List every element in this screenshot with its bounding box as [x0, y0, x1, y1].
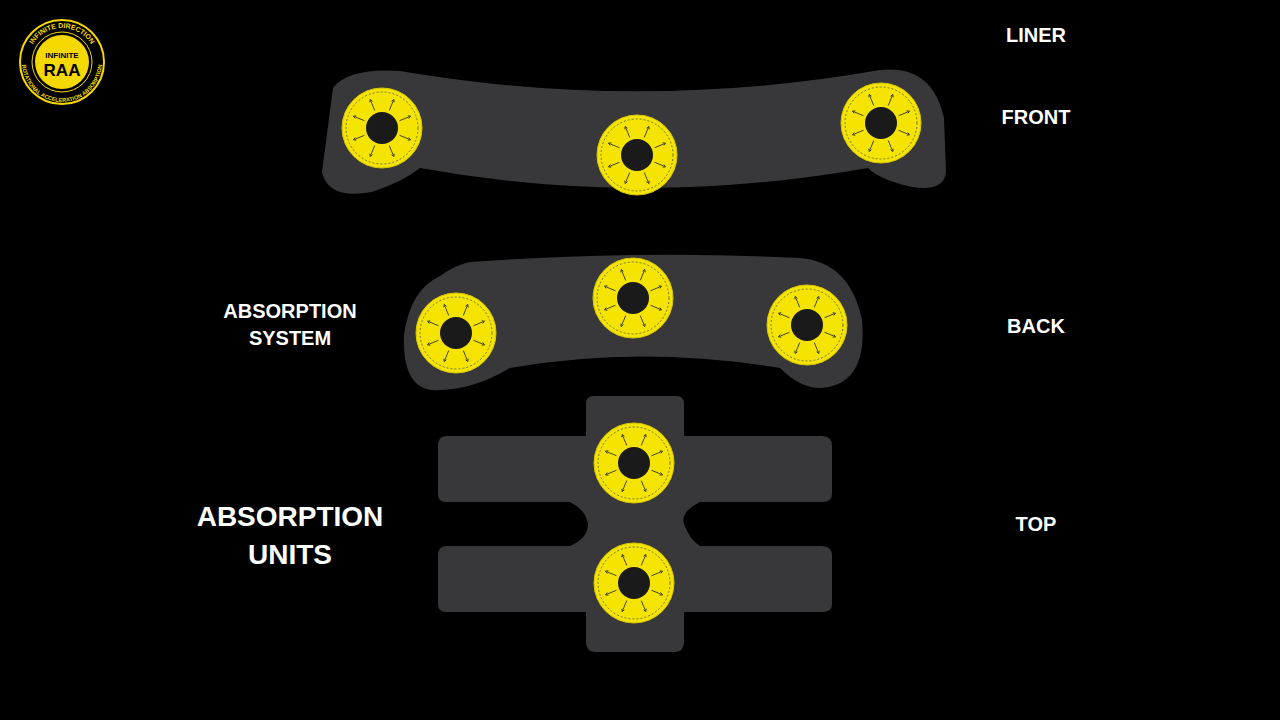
absorption-unit [342, 88, 422, 168]
liner-heading: LINER [936, 22, 1136, 49]
logo-word: RAA [44, 61, 81, 80]
view-label: FRONT [936, 104, 1136, 131]
absorption-unit [594, 543, 674, 623]
logo-word: INFINITE [45, 51, 79, 60]
system-label: ABSORPTION SYSTEM [190, 298, 390, 352]
absorption-unit [767, 285, 847, 365]
absorption-unit-group [342, 83, 921, 623]
absorption-unit [416, 293, 496, 373]
absorption-unit [841, 83, 921, 163]
absorption-unit [593, 258, 673, 338]
logo-ring-text: INFINITE DIRECTION [28, 22, 96, 45]
top-pad [438, 396, 832, 652]
units-label: ABSORPTION UNITS [170, 498, 410, 574]
absorption-unit [597, 115, 677, 195]
logo-badge: INFINITE DIRECTION ROTATIONAL ACCELERATI… [20, 20, 104, 104]
logo-ring-text: INFINITE DIRECTION [28, 22, 96, 45]
absorption-unit [594, 423, 674, 503]
back-pad [404, 255, 863, 390]
view-label: BACK [936, 313, 1136, 340]
view-label: TOP [936, 511, 1136, 538]
